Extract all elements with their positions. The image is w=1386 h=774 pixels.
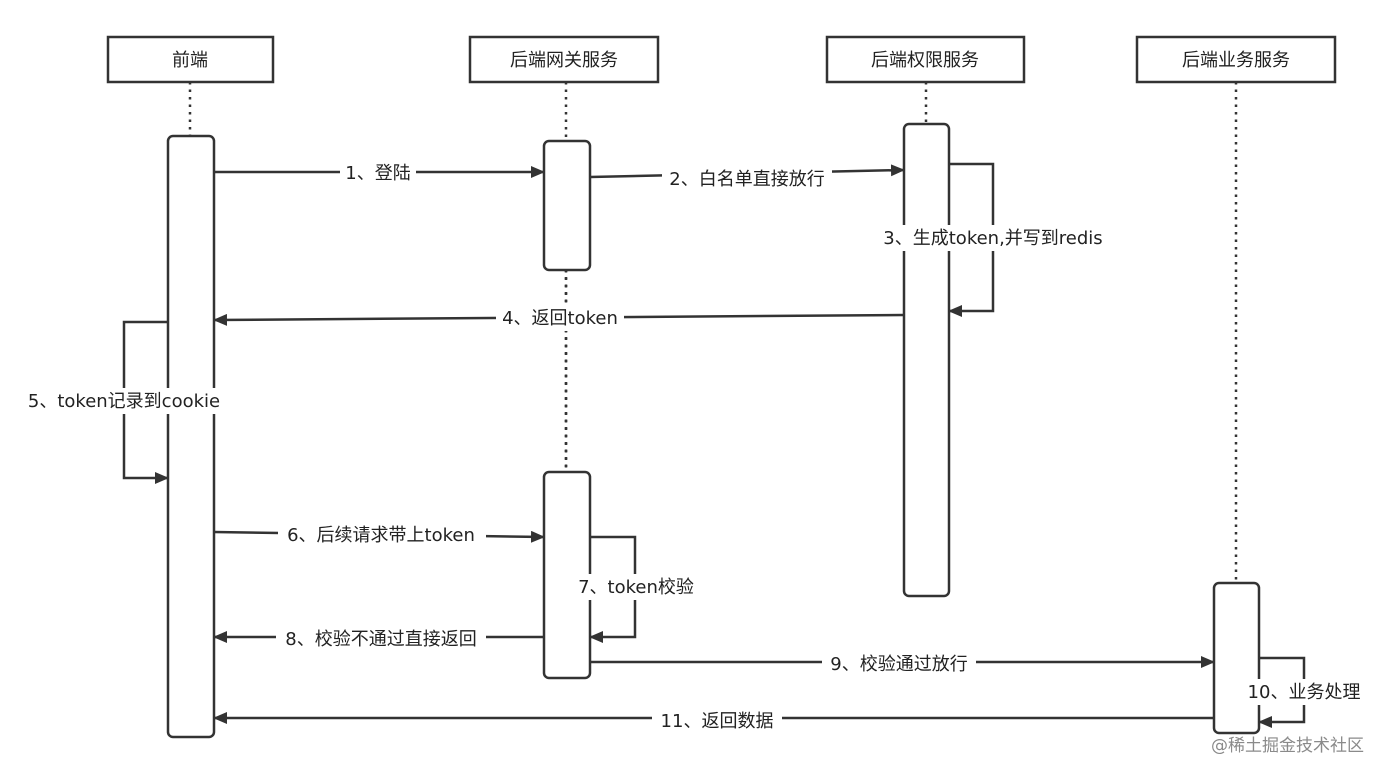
activation-business (1212, 581, 1261, 735)
activation-frontend (166, 134, 216, 739)
participant-frontend: 前端 (106, 35, 275, 84)
message-1: 1、登陆 (214, 160, 545, 186)
participant-business: 后端业务服务 (1135, 35, 1337, 84)
message-6-label: 6、后续请求带上token (287, 525, 475, 546)
activation-auth (902, 122, 951, 598)
message-11-label: 11、返回数据 (661, 711, 774, 732)
participant-frontend-label: 前端 (172, 50, 208, 71)
message-5-label: 5、token记录到cookie (28, 391, 220, 412)
activation-gateway-1 (542, 139, 592, 272)
message-3: 3、生成token,并写到redis (874, 162, 1114, 317)
message-10-label: 10、业务处理 (1248, 682, 1361, 703)
participant-business-label: 后端业务服务 (1182, 50, 1290, 71)
message-6: 6、后续请求带上token (213, 522, 545, 548)
message-7-label: 7、token校验 (578, 577, 694, 598)
message-4-label: 4、返回token (502, 308, 618, 329)
message-9: 9、校验通过放行 (590, 651, 1215, 677)
participant-gateway-label: 后端网关服务 (510, 50, 618, 71)
participant-auth: 后端权限服务 (825, 35, 1026, 84)
message-9-label: 9、校验通过放行 (830, 654, 967, 675)
message-7: 7、token校验 (570, 535, 702, 643)
message-4: 4、返回token (213, 305, 905, 331)
participant-auth-label: 后端权限服务 (871, 50, 979, 71)
watermark-text: @稀土掘金技术社区 (1211, 736, 1364, 756)
message-8: 8、校验不通过直接返回 (213, 626, 544, 652)
message-2-label: 2、白名单直接放行 (669, 169, 824, 190)
message-3-label: 3、生成token,并写到redis (883, 228, 1102, 249)
message-11: 11、返回数据 (213, 707, 1214, 733)
participant-gateway: 后端网关服务 (468, 35, 660, 84)
message-1-label: 1、登陆 (345, 163, 410, 184)
message-5: 5、token记录到cookie (22, 320, 230, 484)
message-8-label: 8、校验不通过直接返回 (285, 629, 476, 650)
message-10: 10、业务处理 (1240, 656, 1368, 728)
message-2: 2、白名单直接放行 (589, 164, 905, 191)
